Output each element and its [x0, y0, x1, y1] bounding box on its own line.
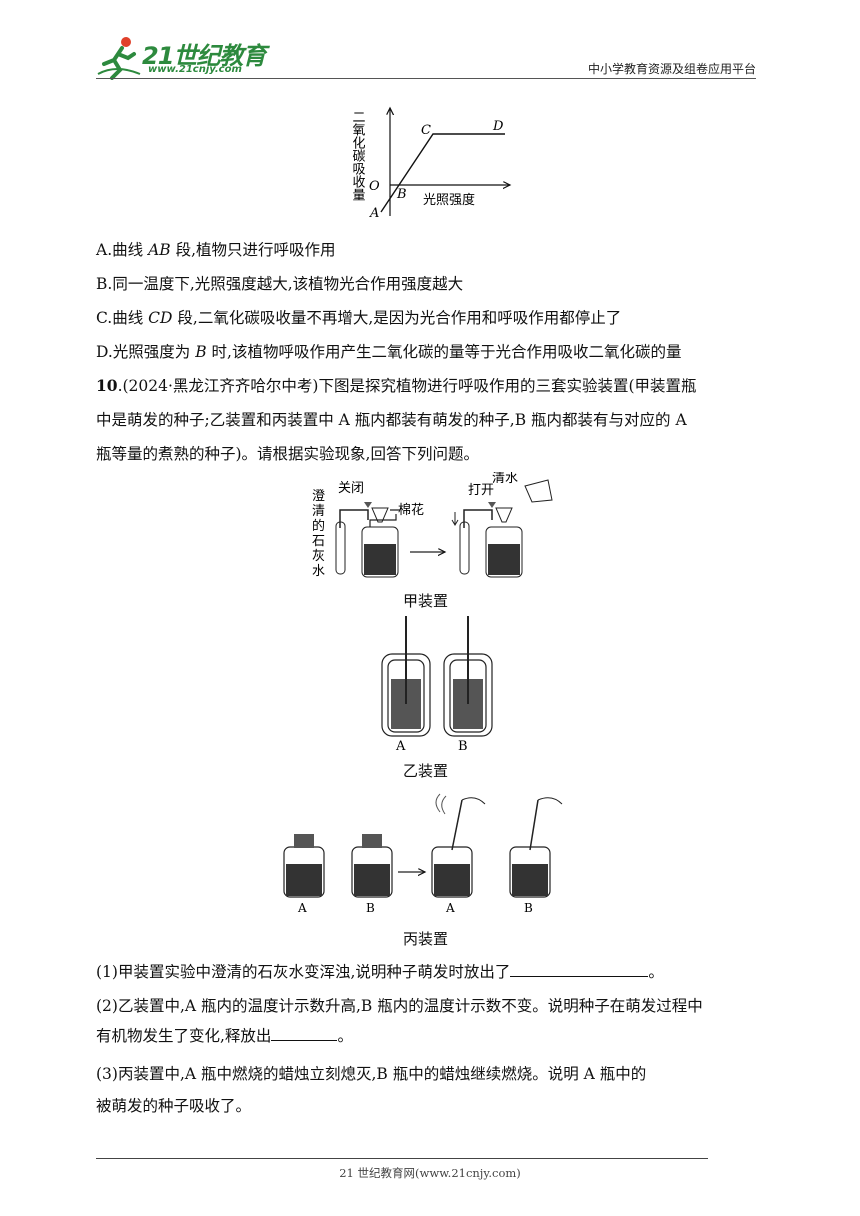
sub-question-1: (1)甲装置实验中澄清的石灰水变浑浊,说明种子萌发时放出了。 — [96, 962, 664, 981]
point-a-label: A — [369, 206, 379, 221]
point-d-label: D — [492, 119, 504, 134]
label-close: 关闭 — [338, 481, 364, 496]
y-axis-label: 二氧化碳吸收量 — [350, 110, 366, 201]
option-d: D.光照强度为 B 时,该植物呼吸作用产生二氧化碳的量等于光合作用吸收二氧化碳的… — [96, 343, 682, 361]
limewater-char: 灰 — [312, 549, 325, 564]
limewater-char: 水 — [312, 564, 325, 579]
bing-label-a2: A — [445, 901, 455, 915]
co2-light-graph: 二氧化碳吸收量 光照强度 O A B C D — [350, 100, 525, 221]
apparatus-jia: 澄 清 的 石 灰 水 关闭 棉花 打开 清水 — [312, 472, 553, 579]
header-divider — [96, 78, 756, 79]
yi-label-b: B — [458, 739, 468, 754]
footer-text[interactable]: 21 世纪教育网(www.21cnjy.com) — [339, 1166, 521, 1180]
logo-url: www.21cnjy.com — [148, 64, 242, 75]
bing-label-a1: A — [297, 901, 307, 915]
label-cotton: 棉花 — [398, 502, 424, 518]
footer-divider — [96, 1158, 708, 1159]
logo-brand: 21世纪教育 — [142, 42, 266, 70]
bing-label-b2: B — [524, 901, 533, 915]
sub-question-3-line2: 被萌发的种子吸收了。 — [96, 1097, 252, 1115]
caption-bing: 丙装置 — [403, 930, 449, 948]
sub-question-2-line1: (2)乙装置中,A 瓶内的温度计示数升高,B 瓶内的温度计示数不变。说明种子在萌… — [96, 997, 703, 1015]
yi-label-a: A — [395, 739, 406, 754]
option-c: C.曲线 CD 段,二氧化碳吸收量不再增大,是因为光合作用和呼吸作用都停止了 — [96, 309, 622, 327]
option-b: B.同一温度下,光照强度越大,该植物光合作用强度越大 — [96, 275, 464, 293]
option-a: A.曲线 AB 段,植物只进行呼吸作用 — [96, 241, 336, 259]
limewater-char: 清 — [312, 504, 325, 519]
limewater-char: 澄 — [312, 489, 325, 504]
sub-question-2-line2: 有机物发生了变化,释放出。 — [96, 1026, 353, 1045]
point-c-label: C — [421, 123, 431, 138]
bing-label-b1: B — [366, 901, 375, 915]
question-number: 10 — [96, 376, 118, 395]
limewater-char: 的 — [312, 518, 325, 534]
label-water: 清水 — [492, 472, 518, 486]
label-open: 打开 — [468, 483, 494, 498]
point-o-label: O — [369, 179, 380, 194]
runner-icon — [97, 37, 141, 80]
sub-question-3-line1: (3)丙装置中,A 瓶中燃烧的蜡烛立刻熄灭,B 瓶中的蜡烛继续燃烧。说明 A 瓶… — [96, 1065, 647, 1083]
caption-jia: 甲装置 — [403, 592, 449, 610]
apparatus-yi: A B — [381, 616, 493, 754]
caption-yi: 乙装置 — [403, 762, 449, 780]
question-10-line2: 中是萌发的种子;乙装置和丙装置中 A 瓶内都装有萌发的种子,B 瓶内都装有与对应… — [96, 411, 687, 429]
co2-curve — [380, 133, 505, 213]
site-title: 中小学教育资源及组卷应用平台 — [587, 62, 756, 76]
question-10-line1: 10.(2024·黑龙江齐齐哈尔中考)下图是探究植物进行呼吸作用的三套实验装置(… — [96, 376, 697, 395]
limewater-char: 石 — [312, 534, 325, 549]
site-logo[interactable]: 21世纪教育 www.21cnjy.com — [96, 34, 266, 80]
answer-blank-1[interactable] — [510, 962, 649, 977]
question-10-line3: 瓶等量的煮熟的种子)。请根据实验现象,回答下列问题。 — [96, 445, 479, 463]
point-b-label: B — [396, 187, 407, 202]
apparatus-bing: A B A B — [283, 793, 563, 915]
answer-blank-2[interactable] — [271, 1026, 338, 1041]
x-axis-label: 光照强度 — [423, 192, 475, 208]
